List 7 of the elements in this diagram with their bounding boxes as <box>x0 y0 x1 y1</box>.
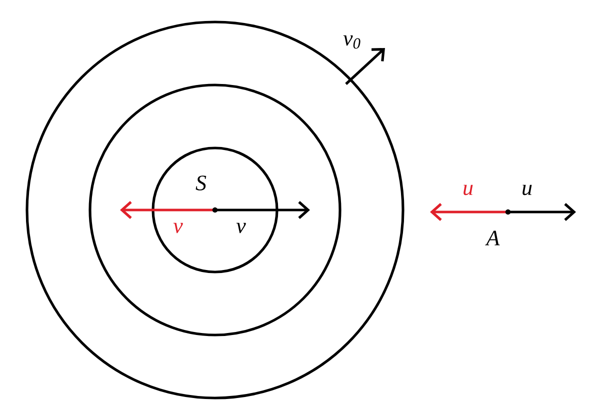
velocity-label: u <box>522 184 532 196</box>
point-label: A <box>485 230 500 246</box>
velocity-label: v <box>236 222 246 234</box>
velocity-label: u <box>464 184 473 196</box>
velocity-label: v$_{0}$ <box>343 35 360 49</box>
velocity-label: v <box>173 222 183 234</box>
point-label: S <box>196 176 206 190</box>
